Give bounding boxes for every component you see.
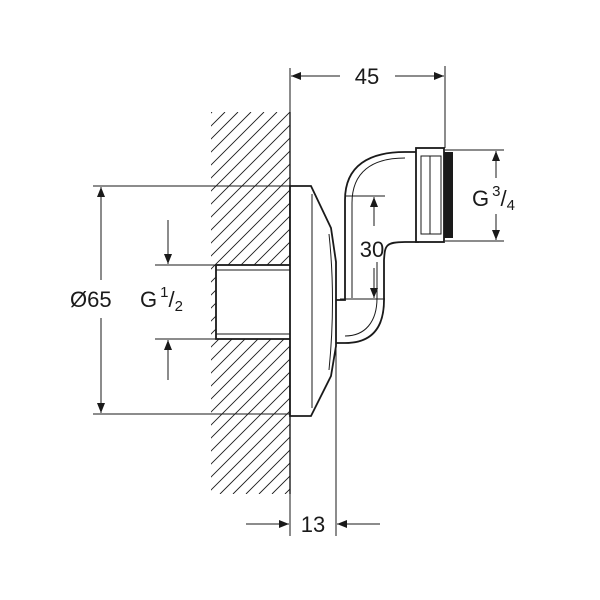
hatch-line bbox=[211, 112, 252, 153]
hatch-line bbox=[211, 358, 290, 439]
dim-label-30: 30 bbox=[360, 237, 384, 262]
hatch-line bbox=[211, 112, 290, 192]
hatch-line bbox=[211, 150, 290, 231]
hatch-line bbox=[211, 112, 278, 179]
hatch-line bbox=[211, 112, 239, 140]
dim-label-13: 13 bbox=[301, 512, 325, 537]
hatch-line bbox=[211, 384, 290, 465]
outlet-nut-band bbox=[420, 155, 442, 235]
hatch-line bbox=[211, 163, 290, 244]
flange-edge-curve bbox=[328, 233, 333, 371]
elbow-pipe-inner bbox=[351, 157, 406, 298]
hatch-line bbox=[211, 124, 290, 205]
outlet-thread-face bbox=[444, 152, 453, 238]
hatch-line bbox=[211, 410, 290, 491]
hatch-line bbox=[219, 423, 290, 494]
hatch-line bbox=[211, 371, 290, 452]
wall-flange bbox=[289, 185, 337, 417]
elbow-pipe-inner-lower bbox=[344, 262, 378, 337]
hatch-line bbox=[211, 112, 226, 127]
inlet-thread-pipe bbox=[215, 264, 293, 340]
hatch-line bbox=[211, 137, 290, 218]
dim-label-diameter: Ø65 bbox=[70, 287, 112, 312]
dim-label-45: 45 bbox=[355, 64, 379, 89]
hatch-line bbox=[211, 397, 290, 478]
